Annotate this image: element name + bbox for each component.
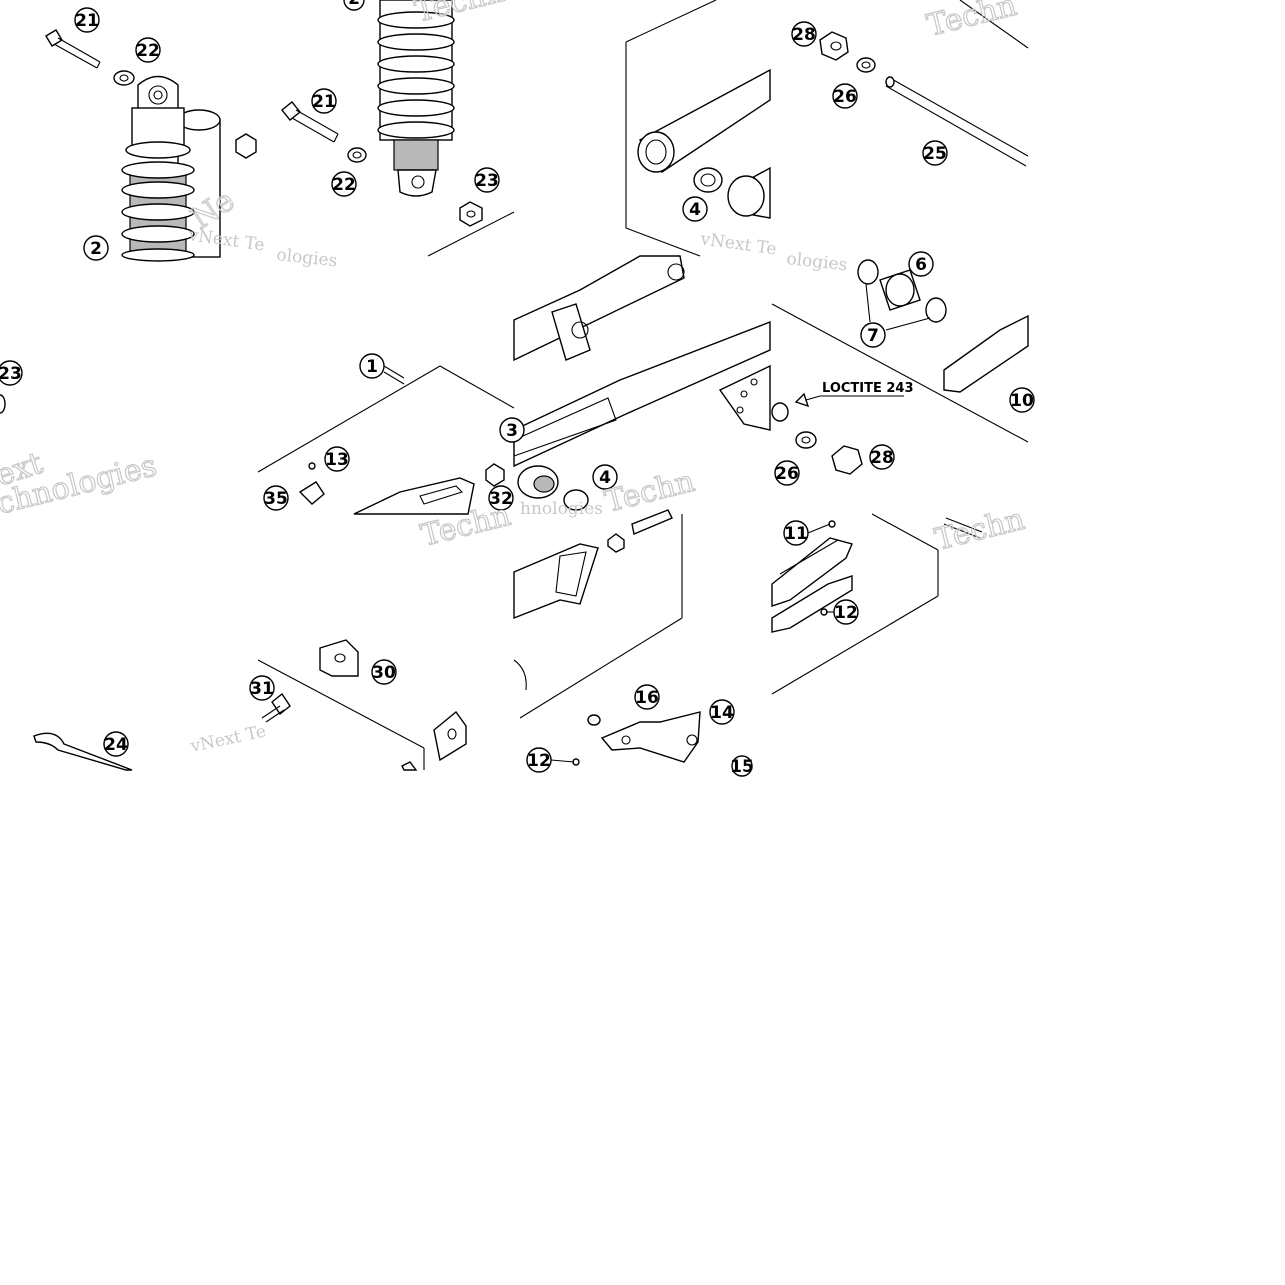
svg-text:15: 15	[730, 757, 754, 777]
svg-text:26: 26	[833, 87, 857, 107]
tile-swingarm-top	[625, 0, 771, 257]
tile-swingarm-centre	[513, 255, 771, 511]
tile-left-fragment	[0, 394, 6, 414]
callout: 26	[774, 460, 800, 486]
svg-text:7: 7	[867, 326, 879, 346]
svg-text:26: 26	[775, 464, 799, 484]
svg-text:2: 2	[348, 0, 360, 9]
callout: 12	[833, 599, 859, 625]
callout: 4	[682, 196, 708, 222]
callout: 3	[499, 417, 525, 443]
callout: 15	[730, 755, 754, 777]
svg-text:23: 23	[475, 171, 499, 191]
svg-text:25: 25	[923, 144, 947, 164]
callout: 2	[343, 0, 365, 11]
callout: 21	[311, 88, 337, 114]
svg-text:22: 22	[136, 41, 160, 61]
callout: 22	[331, 171, 357, 197]
svg-text:2: 2	[90, 239, 102, 259]
svg-text:30: 30	[372, 663, 396, 683]
svg-text:22: 22	[332, 175, 356, 195]
svg-text:Techn: Techn	[931, 502, 1028, 558]
svg-text:32: 32	[489, 489, 513, 509]
svg-text:13: 13	[325, 450, 349, 470]
callout: 30	[371, 659, 397, 685]
callout: 14	[709, 699, 735, 725]
svg-text:23: 23	[0, 364, 22, 384]
tile-shock-left	[45, 29, 257, 262]
svg-text:ologies: ologies	[785, 249, 848, 275]
callout: 13	[324, 446, 350, 472]
spring-part	[377, 0, 455, 197]
svg-text:12: 12	[527, 751, 551, 771]
callout: 2	[83, 235, 109, 261]
callout: 26	[832, 83, 858, 109]
callout: 12	[526, 747, 552, 773]
callout: 28	[791, 21, 817, 47]
tile-swingarm-body	[257, 365, 515, 515]
svg-text:4: 4	[689, 200, 701, 220]
svg-text:31: 31	[250, 679, 274, 699]
callouts: 21 22 2 21 22 23 4 28 26 25 6 7 23 1 13 …	[0, 0, 1035, 777]
callout: 31	[249, 675, 275, 701]
svg-text:1: 1	[366, 357, 378, 377]
svg-text:12: 12	[834, 603, 858, 623]
svg-text:24: 24	[104, 735, 128, 755]
svg-text:ologies: ologies	[275, 245, 338, 271]
svg-text:21: 21	[312, 92, 336, 112]
bolt-part	[45, 29, 101, 69]
callout: 7	[860, 322, 886, 348]
callout: 35	[263, 485, 289, 511]
callout: 23	[474, 167, 500, 193]
svg-text:vNext Te: vNext Te	[698, 229, 777, 260]
svg-text:vNext Te: vNext Te	[188, 721, 268, 757]
callout: 22	[135, 37, 161, 63]
svg-text:35: 35	[264, 489, 288, 509]
washer-part	[113, 70, 135, 86]
svg-text:21: 21	[75, 11, 99, 31]
svg-text:hnologies: hnologies	[520, 499, 603, 519]
svg-text:14: 14	[710, 703, 734, 723]
callout: 21	[74, 7, 100, 33]
svg-text:16: 16	[635, 688, 659, 708]
tile-brackets	[257, 639, 467, 771]
axle-part	[885, 76, 1029, 167]
shock-absorber-part	[121, 75, 221, 262]
tile-chain-slider	[771, 513, 983, 695]
svg-text:4: 4	[599, 468, 611, 488]
tile-axle	[819, 0, 1029, 167]
callout: 28	[869, 444, 895, 470]
callout: 6	[908, 251, 934, 277]
tile-chain-guide	[513, 509, 701, 766]
callout: 24	[103, 731, 129, 757]
tile-shock-middle	[281, 0, 515, 257]
svg-text:28: 28	[792, 25, 816, 45]
svg-text:10: 10	[1010, 391, 1034, 411]
callout: 11	[783, 520, 809, 546]
svg-text:6: 6	[915, 255, 927, 275]
svg-text:Techn: Techn	[923, 0, 1020, 44]
loctite-label: LOCTITE 243	[822, 381, 914, 396]
callout: 32	[488, 485, 514, 511]
callout: 16	[634, 684, 660, 710]
svg-text:28: 28	[870, 448, 894, 468]
callout: 25	[922, 140, 948, 166]
callout: 4	[592, 464, 618, 490]
svg-text:3: 3	[506, 421, 518, 441]
callout: 23	[0, 360, 23, 386]
svg-text:11: 11	[784, 524, 808, 544]
callout: 10	[1009, 387, 1035, 413]
leader-lines	[383, 371, 834, 763]
tile-bushing	[771, 259, 1029, 475]
callout: 1	[359, 353, 385, 379]
tile-wrench	[33, 732, 133, 771]
